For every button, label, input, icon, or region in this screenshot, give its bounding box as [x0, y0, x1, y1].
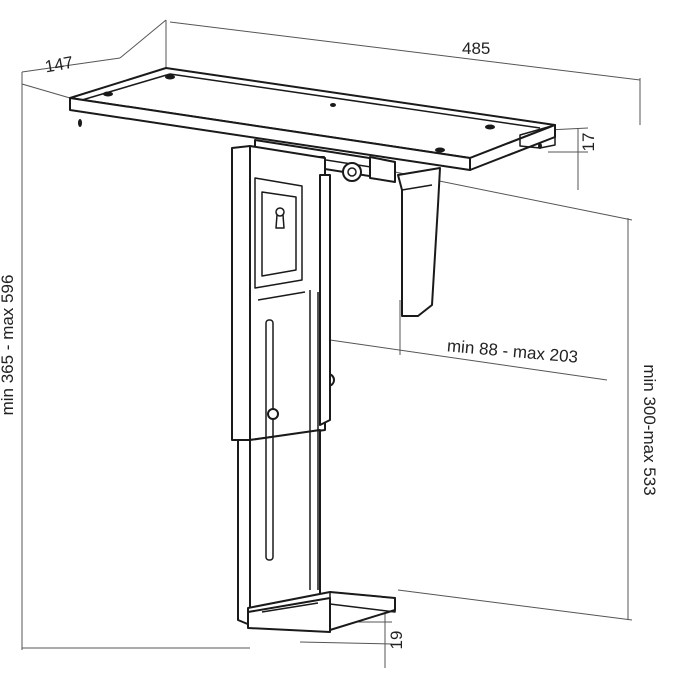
- dim-line-case-width: [329, 339, 608, 381]
- mounting-hole: [165, 74, 175, 80]
- ext-line: [119, 19, 167, 59]
- case-arm-upright: [319, 174, 331, 426]
- pillar-upper-side: [231, 145, 251, 441]
- bottom-cradle: [247, 591, 396, 633]
- pillar-panel-inset: [261, 191, 297, 277]
- pillar-lower-side: [237, 439, 251, 626]
- dim-line-top-width: [169, 21, 641, 81]
- pillar-panel: [254, 177, 303, 289]
- label-case-width: min 88 - max 203: [446, 336, 578, 366]
- mounting-hole: [103, 91, 113, 97]
- mounting-hole: [485, 124, 495, 130]
- mounting-hole: [435, 147, 445, 153]
- ext-line: [21, 83, 71, 99]
- ext-line: [299, 641, 393, 645]
- cradle-lip: [329, 591, 396, 613]
- pillar-upper-front: [249, 145, 326, 441]
- cradle-rim: [261, 602, 319, 613]
- swivel-bracket: [397, 167, 441, 317]
- mounting-hole: [330, 103, 336, 107]
- lock-knob-head: [342, 162, 362, 182]
- lock-knob-inner: [347, 167, 357, 177]
- label-plate-thickness: 17: [579, 133, 598, 152]
- height-adjust-slot: [265, 319, 274, 561]
- swivel-bracket-fold: [401, 184, 433, 191]
- height-adjust-screw: [267, 408, 279, 420]
- label-overall-height: min 365 - max 596: [0, 275, 17, 416]
- plate-rim: [81, 73, 541, 129]
- top-mounting-plate: [69, 67, 556, 171]
- dim-line-top-depth: [21, 57, 121, 73]
- mounting-hole: [538, 143, 542, 149]
- label-base-thickness: 19: [387, 631, 406, 650]
- cradle-front: [247, 597, 331, 633]
- case-arm: [319, 174, 331, 426]
- label-case-height: min 300-max 533: [640, 364, 659, 495]
- pillar-divider: [257, 291, 306, 301]
- vertical-pillar: [231, 145, 335, 626]
- swivel-bracket-plate: [397, 167, 441, 317]
- label-top-width: 485: [462, 39, 490, 58]
- ext-line: [397, 589, 633, 621]
- plate-rear-flange: [519, 124, 556, 149]
- keyhole-slot: [275, 214, 285, 229]
- mounting-hole: [78, 119, 82, 127]
- rail-end-block: [369, 156, 396, 183]
- keyhole-icon: [275, 207, 285, 217]
- lock-knob: [342, 162, 362, 182]
- label-top-depth: 147: [43, 53, 74, 77]
